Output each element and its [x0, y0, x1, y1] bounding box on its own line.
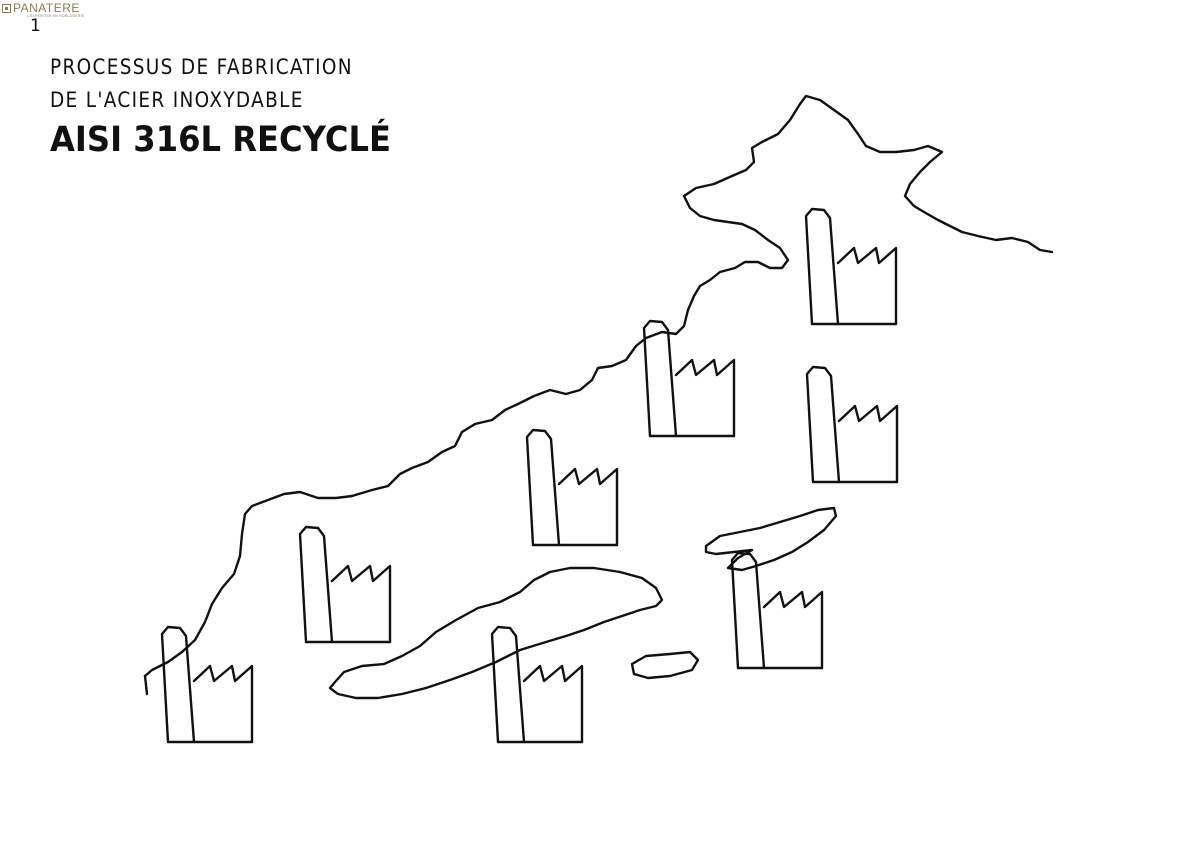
- title-line-3: AISI 316L RECYCLÉ: [50, 120, 391, 160]
- factory-icon: [805, 365, 899, 484]
- title-line-2: DE L'ACIER INOXYDABLE: [50, 88, 304, 112]
- brand-tagline: L'EXPERTISE EN HORLOGERIE: [27, 14, 85, 18]
- brand-name: PANATERE: [13, 1, 80, 15]
- lake-large: [328, 566, 664, 700]
- factory-icon: [804, 207, 898, 326]
- factory-icon: [525, 428, 619, 547]
- factory-icon: [298, 525, 392, 644]
- page-title: PROCESSUS DE FABRICATION DE L'ACIER INOX…: [50, 50, 421, 164]
- page-number: 1: [30, 16, 41, 36]
- factory-icon: [160, 625, 254, 744]
- title-line-1: PROCESSUS DE FABRICATION: [50, 55, 353, 79]
- factory-icon: [730, 551, 824, 670]
- coastline: [143, 94, 1054, 678]
- brand-logo-icon: [2, 4, 11, 13]
- factory-icon: [642, 319, 736, 438]
- lake-small: [630, 650, 700, 680]
- brand-logo: PANATERE L'EXPERTISE EN HORLOGERIE: [2, 2, 84, 19]
- lake-elongated: [704, 506, 838, 572]
